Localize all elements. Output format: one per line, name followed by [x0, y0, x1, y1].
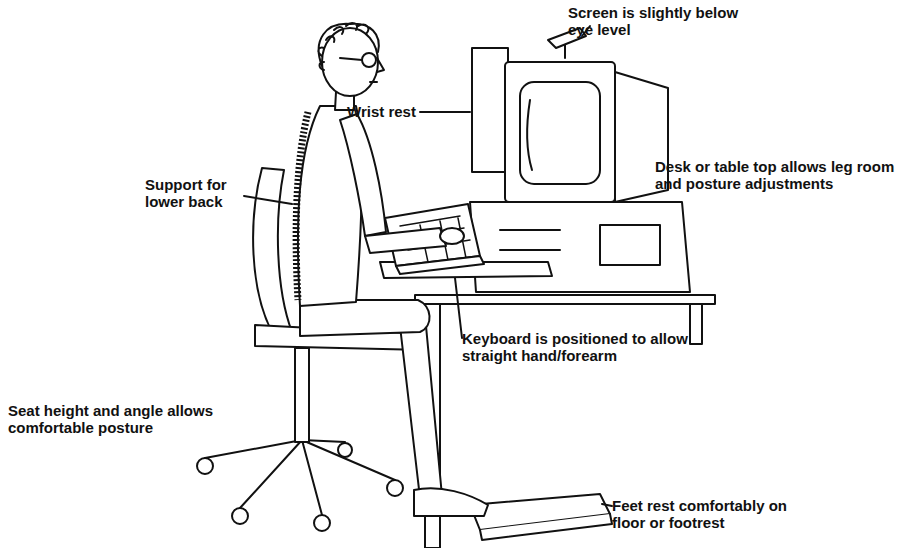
callout-label: Wrist rest: [347, 103, 437, 120]
mouth: [370, 81, 377, 83]
wrist-rest: [396, 256, 484, 274]
leader-line: [244, 196, 292, 204]
glasses: [362, 53, 376, 67]
nose: [377, 58, 384, 72]
chair-caster: [314, 515, 330, 531]
leader-line: [420, 111, 470, 113]
screen-glare: [527, 100, 532, 170]
shoe: [414, 488, 488, 516]
copy-holder: [472, 48, 508, 172]
chair-caster: [232, 508, 248, 524]
chair-leg: [302, 440, 322, 515]
spine: [296, 112, 308, 300]
callout-label: Screen is slightly below eye level: [568, 4, 758, 38]
chair-caster: [338, 443, 352, 457]
callout-label: Feet rest comfortably on floor or footre…: [612, 497, 822, 531]
leader-line: [602, 504, 612, 506]
leader-line: [455, 278, 462, 338]
hair: [318, 23, 378, 70]
computer-unit: [470, 202, 690, 292]
head: [322, 28, 378, 96]
desk-leg: [690, 304, 702, 344]
callout-label: Desk or table top allows leg room and po…: [655, 158, 905, 192]
illustration-group: [197, 23, 715, 548]
chair-caster: [197, 458, 213, 474]
footrest-side: [480, 514, 612, 540]
drive-slot: [500, 249, 560, 251]
drive-slot: [500, 229, 560, 231]
drive-bay: [600, 225, 660, 265]
monitor-bezel: [505, 62, 615, 202]
hand: [440, 228, 464, 244]
chair-leg: [240, 440, 302, 508]
monitor-screen: [520, 82, 600, 184]
callout-label: Seat height and angle allows comfortable…: [8, 402, 248, 436]
desk-top: [415, 295, 715, 304]
callout-label: Keyboard is positioned to allow straight…: [462, 330, 712, 364]
forearm: [365, 228, 446, 253]
chair-leg: [302, 440, 395, 480]
upper-arm: [340, 114, 386, 236]
chair-caster: [387, 480, 403, 496]
callout-label: Support for lower back: [145, 176, 245, 210]
glasses-arm: [340, 58, 362, 60]
lower-leg: [400, 326, 442, 498]
chair-post: [295, 348, 309, 442]
chair-backrest: [253, 168, 292, 332]
